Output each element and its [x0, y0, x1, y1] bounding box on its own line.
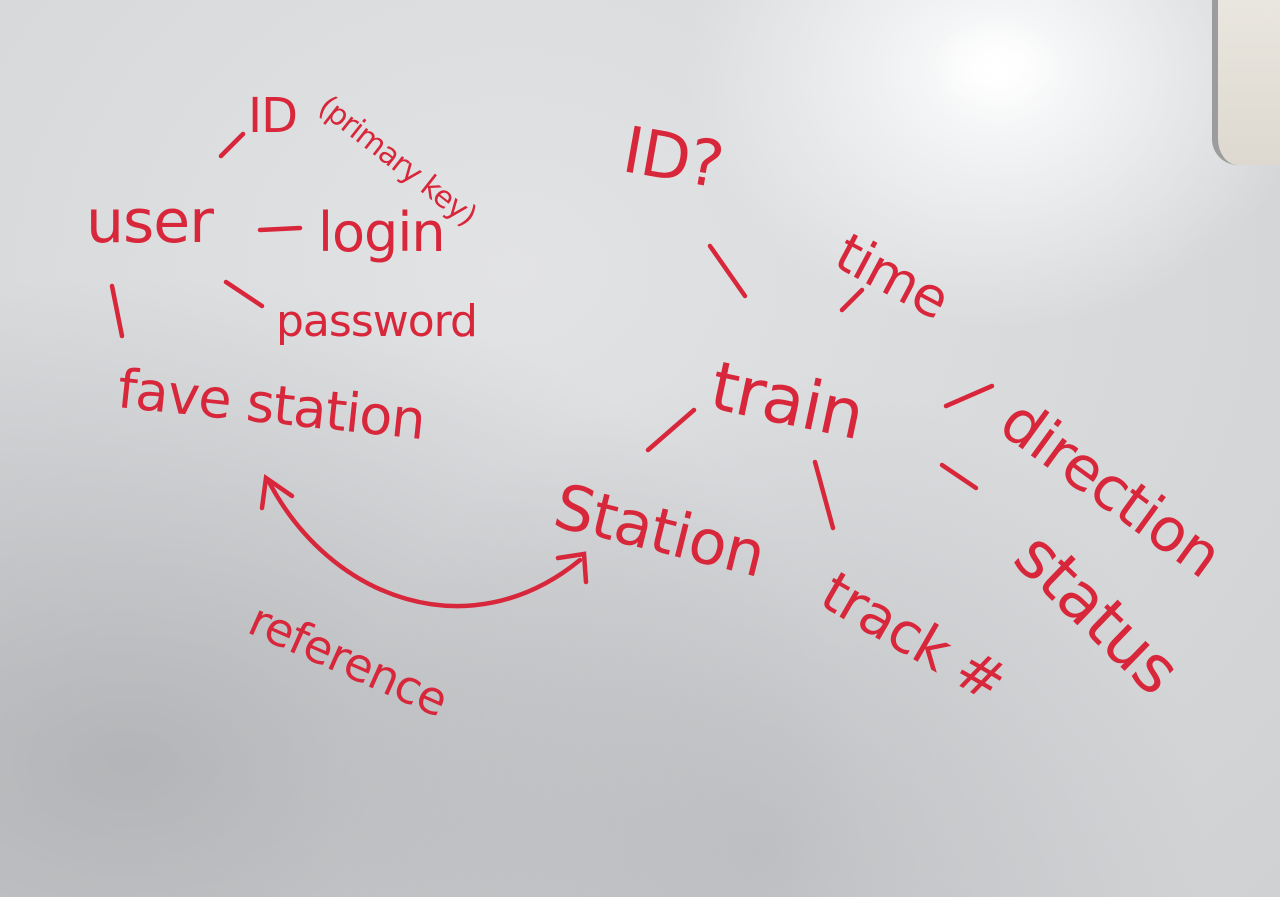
connector-user-id	[218, 131, 246, 159]
connector-train-id	[707, 243, 748, 299]
connector-train-status	[939, 462, 979, 491]
marker-tray	[1212, 0, 1280, 165]
user-entity-label: user	[86, 187, 214, 257]
connector-user-password	[223, 279, 265, 309]
light-glare	[930, 20, 1060, 110]
user-id-label: ID	[248, 88, 298, 144]
reference-arrow	[265, 477, 583, 609]
connector-user-login	[257, 225, 303, 233]
connector-train-station	[645, 407, 697, 453]
connector-train-time	[839, 287, 865, 313]
user-login-label: login	[318, 201, 446, 264]
reference-arrowhead-right	[555, 551, 589, 585]
train-id-label: ID?	[617, 113, 729, 204]
connector-train-track	[812, 459, 836, 531]
connector-train-direction	[943, 383, 995, 409]
reference-arrowhead-left	[259, 474, 295, 511]
connector-user-fave-station	[109, 283, 125, 339]
user-password-label: password	[276, 296, 478, 347]
